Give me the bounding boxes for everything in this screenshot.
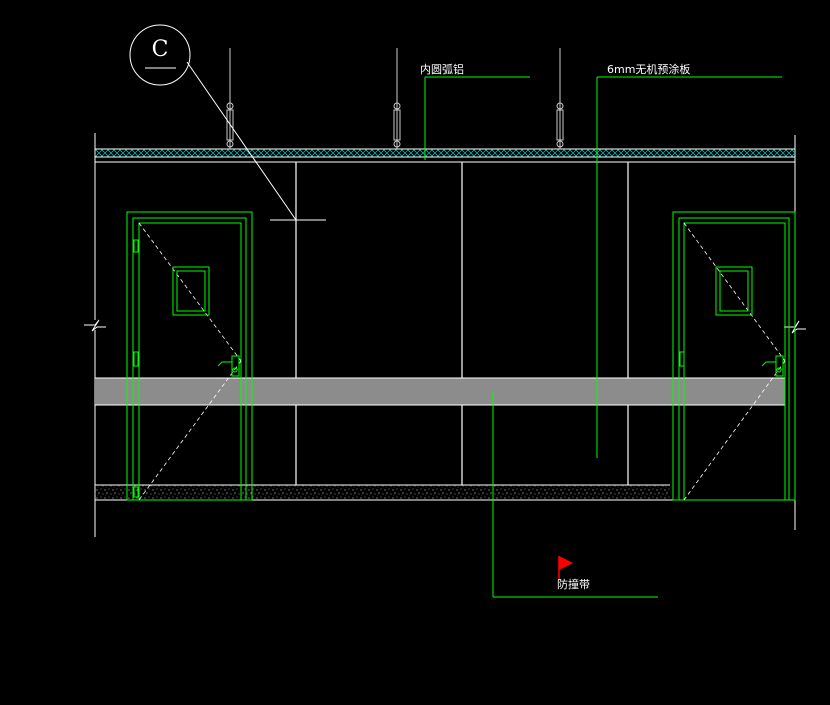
door-vision-panel-icon — [172, 266, 210, 316]
ceiling-material-label: 内圆弧铝 — [420, 62, 464, 76]
right-door — [672, 211, 796, 501]
bumper-strip-band — [95, 377, 785, 406]
bumper-strip-label: 防撞带 — [557, 577, 590, 591]
hanger-rod-icon — [556, 48, 564, 149]
door-leaf-icon — [138, 222, 242, 501]
section-marker: C — [129, 24, 326, 225]
hanger-rod-icon — [226, 48, 234, 149]
ceiling-material-leader — [424, 76, 530, 160]
wall-panel-joints — [295, 162, 629, 485]
bumper-strip-leader — [492, 392, 658, 598]
flag-icon — [558, 556, 573, 580]
hanger-rod-icon — [393, 48, 401, 149]
wall-outline — [94, 133, 796, 537]
wall-panel-label: 6mm无机预涂板 — [607, 62, 690, 76]
door-handle-icon — [217, 355, 240, 377]
section-marker-letter: C — [152, 37, 169, 62]
ceiling-band — [95, 148, 795, 163]
door-leaf-icon — [683, 222, 786, 501]
door-vision-panel-icon — [715, 266, 753, 316]
left-door — [126, 211, 253, 501]
door-handle-icon — [761, 355, 784, 377]
wall-panel-leader — [596, 76, 782, 458]
break-symbol-icon — [84, 319, 106, 332]
skirting-strip — [95, 484, 670, 500]
